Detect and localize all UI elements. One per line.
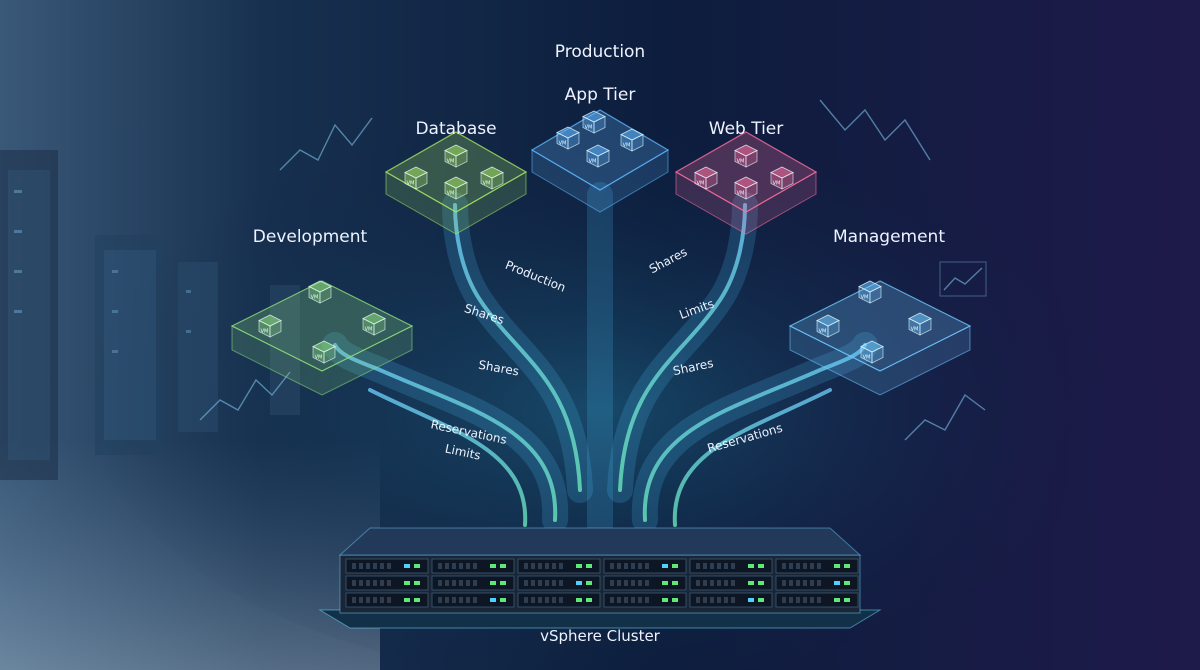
pool-label-development: Development [253, 227, 368, 247]
vm-cube-icon: VM [620, 128, 644, 152]
vm-cube-icon: VM [444, 176, 468, 200]
vm-cube-icon: VM [404, 166, 428, 190]
vm-cube-icon: VM [556, 126, 580, 150]
vm-tag: VM [407, 181, 415, 187]
vm-cube-icon: VM [308, 280, 332, 304]
vm-tag: VM [315, 355, 323, 361]
vm-tag: VM [585, 125, 593, 131]
vm-cube-icon: VM [694, 166, 718, 190]
vm-tag: VM [589, 159, 597, 165]
vm-cube-icon: VM [586, 144, 610, 168]
vm-tag: VM [911, 327, 919, 333]
vm-cube-icon: VM [734, 176, 758, 200]
vm-tag: VM [447, 159, 455, 165]
vm-cube-icon: VM [444, 144, 468, 168]
vm-cube-icon: VM [312, 340, 336, 364]
vm-cube-icon: VM [770, 166, 794, 190]
vm-tag: VM [737, 159, 745, 165]
platform-top [788, 280, 972, 372]
background-server-racks [0, 150, 300, 480]
rack-unit [603, 592, 687, 608]
vm-tag: VM [559, 141, 567, 147]
server-rack-units [345, 558, 859, 608]
rack-unit [431, 592, 515, 608]
vm-tag: VM [737, 191, 745, 197]
rack-unit [689, 558, 773, 574]
resource-pools: VM VM VM VM VM VM VM VM VM VM VM VM VM VM VM VM VM VM VM VM [230, 109, 972, 396]
center-glow [80, 80, 1120, 670]
rack-unit [517, 575, 601, 591]
vm-cube-icon: VM [908, 312, 932, 336]
vm-cube-icon: VM [816, 314, 840, 338]
vm-tag: VM [773, 181, 781, 187]
platform-top [674, 131, 818, 213]
pool-app-tier: VM VM VM VM [530, 109, 670, 213]
edge-label-shares-left-2: Shares [477, 358, 520, 379]
vm-tag: VM [261, 329, 269, 335]
vm-tag: VM [697, 181, 705, 187]
rack-unit [689, 592, 773, 608]
vm-tag: VM [311, 295, 319, 301]
rack-unit [345, 575, 429, 591]
pool-label-app-tier: App Tier [565, 85, 636, 105]
pool-management: VM VM VM VM [788, 280, 972, 396]
vm-tag: VM [819, 329, 827, 335]
vsphere-cluster-node [318, 527, 882, 629]
rack-unit [775, 592, 859, 608]
vm-cube-icon: VM [858, 280, 882, 304]
vm-cube-icon: VM [258, 314, 282, 338]
pool-label-web-tier: Web Tier [709, 119, 784, 139]
vm-tag: VM [365, 327, 373, 333]
vm-tag: VM [483, 181, 491, 187]
rack-unit [517, 558, 601, 574]
pool-development: VM VM VM VM [230, 280, 414, 396]
platform-top [384, 131, 528, 213]
rack-unit [431, 558, 515, 574]
pool-database: VM VM VM VM [384, 131, 528, 235]
vm-cube-icon: VM [480, 166, 504, 190]
root-label-vsphere-cluster: vSphere Cluster [540, 627, 661, 645]
pool-web-tier: VM VM VM VM [674, 131, 818, 235]
vm-cube-icon: VM [582, 110, 606, 134]
vm-tag: VM [623, 143, 631, 149]
vm-cube-icon: VM [362, 312, 386, 336]
pool-label-management: Management [833, 227, 945, 247]
rack-unit [603, 575, 687, 591]
rack-unit [603, 558, 687, 574]
rack-unit [775, 558, 859, 574]
vm-cube-icon: VM [860, 340, 884, 364]
platform-top [230, 280, 414, 372]
pool-label-database: Database [415, 119, 496, 139]
rack-unit [431, 575, 515, 591]
rack-unit [775, 575, 859, 591]
rack-unit [517, 592, 601, 608]
vm-cube-icon: VM [734, 144, 758, 168]
rack-unit [345, 558, 429, 574]
vm-tag: VM [447, 191, 455, 197]
rack-unit [345, 592, 429, 608]
vm-tag: VM [863, 355, 871, 361]
rack-unit [689, 575, 773, 591]
diagram-title: Production [555, 42, 645, 62]
decorative-charts [199, 99, 987, 441]
vm-tag: VM [861, 295, 869, 301]
